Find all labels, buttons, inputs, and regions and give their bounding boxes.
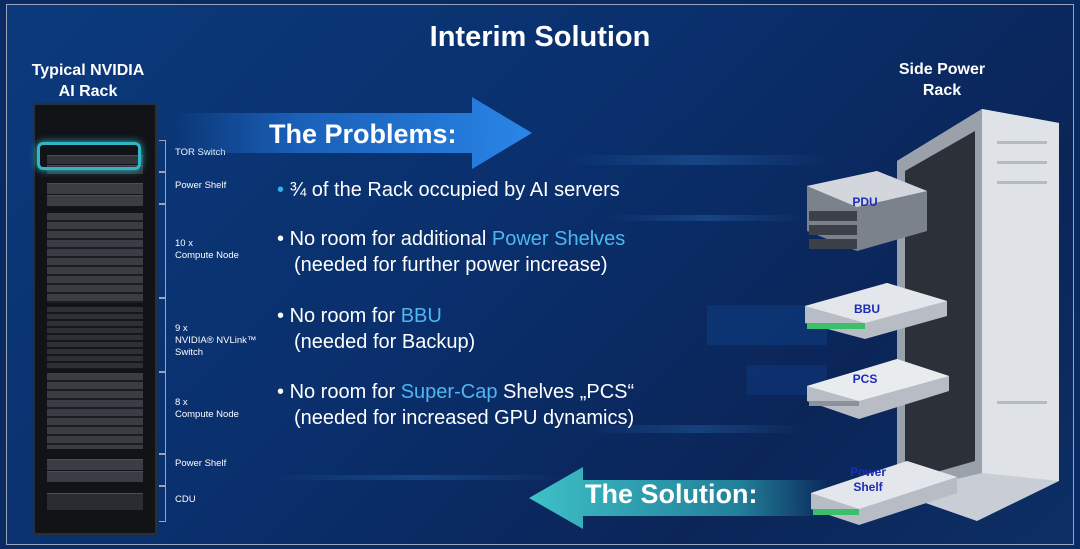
- power-shelf-unit: [47, 195, 143, 206]
- compute-nodes-bottom: [47, 373, 143, 449]
- power-shelf: [811, 461, 957, 525]
- bracket-tor: [159, 140, 166, 172]
- label-compute-node-8: 8 x Compute Node: [175, 397, 239, 420]
- compute-nodes-top: [47, 213, 143, 303]
- label-cdu: CDU: [175, 494, 196, 505]
- label-power-shelf-bottom: Power Shelf: [175, 458, 227, 469]
- power-shelf-unit: [47, 471, 143, 482]
- pdu-shelf: [807, 171, 927, 251]
- pcs-shelf: [807, 359, 949, 419]
- label-nvlink-switch: 9 x NVIDIA® NVLink™ Switch: [175, 323, 257, 358]
- power-shelf-unit: [47, 183, 143, 194]
- label-power-shelf-top: Power Shelf: [175, 180, 227, 191]
- label-pdu: PDU: [852, 195, 878, 209]
- label-compute-node-10: 10 x Compute Node: [175, 238, 239, 261]
- label-bbu: BBU: [854, 302, 880, 316]
- problem-bullet-4: • No room for Super-Cap Shelves „PCS“ (n…: [277, 381, 635, 429]
- bracket-power-shelf: [159, 172, 166, 204]
- problem-bullet-1: • ¾ of the Rack occupied by AI servers: [277, 179, 620, 201]
- tor-switch-unit: [47, 155, 143, 164]
- right-rack-header: Side Power Rack: [898, 61, 986, 99]
- bullet-dot-icon: •: [277, 305, 290, 327]
- bracket-compute-8: [159, 372, 166, 454]
- problems-heading: The Problems:: [269, 119, 457, 149]
- bullet-dot-icon: •: [277, 179, 290, 201]
- side-power-rack-image: [805, 109, 1059, 525]
- nvlink-switches: [47, 307, 143, 369]
- slide: Interim Solution Typical NVIDIA AI Rack …: [6, 4, 1074, 545]
- rack-side-vents: [997, 141, 1047, 404]
- bracket-cdu: [159, 486, 166, 522]
- solution-heading: The Solution:: [585, 479, 758, 509]
- label-pcs: PCS: [852, 372, 878, 386]
- bracket-nvlink: [159, 298, 166, 372]
- bullet-dot-icon: •: [277, 381, 290, 403]
- background-light-streaks: [267, 155, 827, 480]
- cdu-unit: [47, 493, 143, 510]
- solution-arrow-icon: [529, 467, 829, 529]
- bracket-compute-10: [159, 204, 166, 298]
- label-power-shelf: Power Shelf: [849, 465, 886, 494]
- slide-title: Interim Solution: [429, 21, 651, 53]
- problem-bullet-3: • No room for BBU (needed for Backup): [277, 305, 476, 353]
- tor-switch-highlight: [37, 142, 141, 170]
- problem-bullet-2: • No room for additional Power Shelves (…: [277, 228, 626, 276]
- left-rack-header: Typical NVIDIA AI Rack: [31, 62, 145, 100]
- power-shelf-unit: [47, 459, 143, 470]
- problems-arrow-icon: [172, 97, 532, 169]
- bbu-shelf: [805, 283, 947, 339]
- bracket-power-shelf-bottom: [159, 454, 166, 486]
- bullet-dot-icon: •: [277, 228, 290, 250]
